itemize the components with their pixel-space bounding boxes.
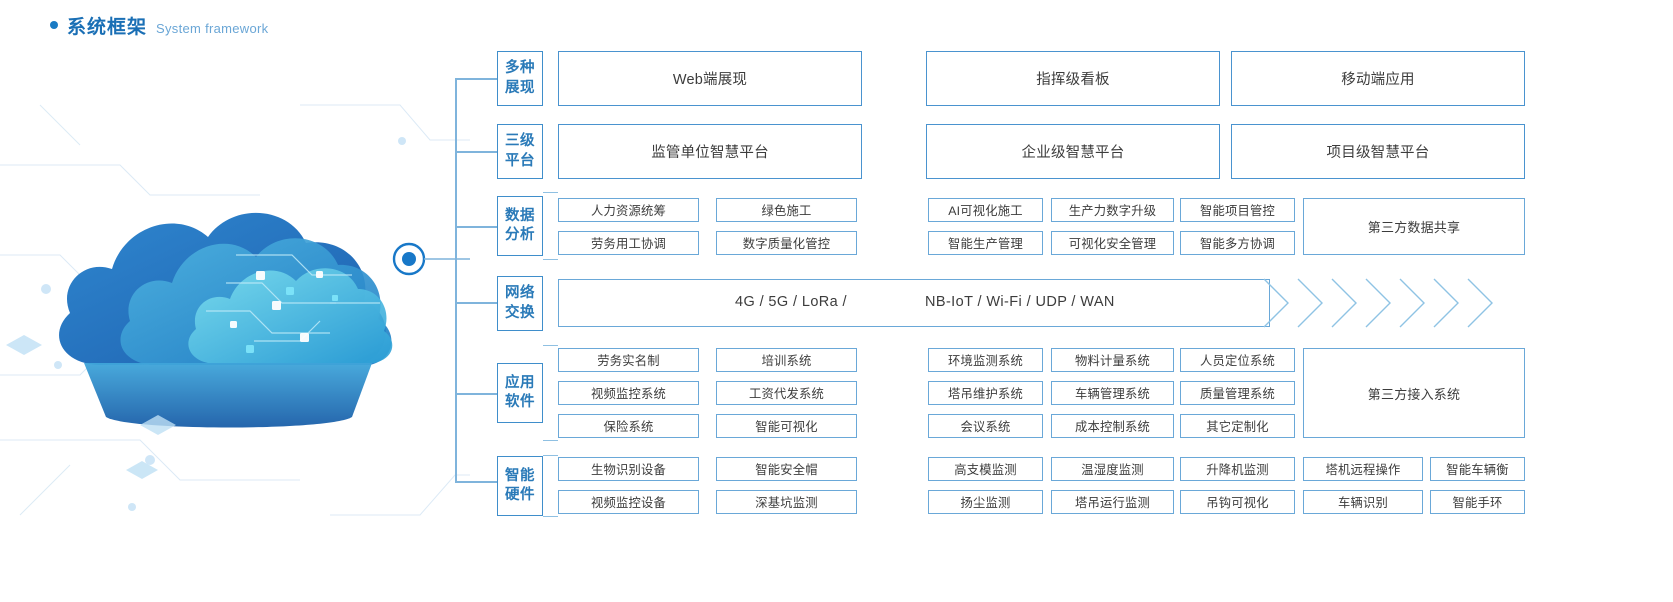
card-crane-operation-monitoring[interactable]: 塔吊运行监测 — [1051, 490, 1174, 514]
card-video-surveillance-system[interactable]: 视频监控系统 — [558, 381, 699, 405]
group-frame-data — [543, 192, 558, 260]
card-other-customization[interactable]: 其它定制化 — [1180, 414, 1295, 438]
card-biometric-device[interactable]: 生物识别设备 — [558, 457, 699, 481]
card-ai-visual-construction[interactable]: AI可视化施工 — [928, 198, 1043, 222]
connector-tick-platform — [455, 151, 497, 153]
card-multiparty-coordination[interactable]: 智能多方协调 — [1180, 231, 1295, 255]
connector-tick-data — [455, 226, 497, 228]
label-line-2: 软件 — [505, 394, 535, 410]
card-enterprise-platform[interactable]: 企业级智慧平台 — [926, 124, 1220, 179]
label-line-1: 三级 — [505, 133, 535, 150]
card-deep-pit-monitoring[interactable]: 深基坑监测 — [716, 490, 857, 514]
label-line-2: 平台 — [505, 152, 535, 169]
card-labor-realname[interactable]: 劳务实名制 — [558, 348, 699, 372]
card-dust-monitoring[interactable]: 扬尘监测 — [928, 490, 1043, 514]
title-chinese: 系统框架 — [67, 17, 148, 38]
label-line-2: 交换 — [505, 304, 535, 321]
card-smart-wristband[interactable]: 智能手环 — [1430, 490, 1525, 514]
row-label-network: 网络 交换 — [497, 276, 543, 331]
card-vehicle-management[interactable]: 车辆管理系统 — [1051, 381, 1174, 405]
card-tower-remote-operation[interactable]: 塔机远程操作 — [1303, 457, 1423, 481]
card-smart-production-mgmt[interactable]: 智能生产管理 — [928, 231, 1043, 255]
cloud-network-illustration — [0, 45, 470, 600]
label-line-1: 智能 — [505, 467, 535, 484]
row-label-application: 应用 软件 — [497, 363, 543, 423]
card-vehicle-recognition[interactable]: 车辆识别 — [1303, 490, 1423, 514]
network-text-left: 4G / 5G / LoRa / — [735, 294, 847, 310]
group-frame-hardware — [543, 455, 558, 517]
card-temp-humidity-monitoring[interactable]: 温湿度监测 — [1051, 457, 1174, 481]
card-command-dashboard[interactable]: 指挥级看板 — [926, 51, 1220, 106]
card-formwork-monitoring[interactable]: 高支模监测 — [928, 457, 1043, 481]
title-english: System framework — [156, 21, 269, 36]
card-project-platform[interactable]: 项目级智慧平台 — [1231, 124, 1525, 179]
card-hr-planning[interactable]: 人力资源统筹 — [558, 198, 699, 222]
card-crane-maintenance[interactable]: 塔吊维护系统 — [928, 381, 1043, 405]
card-material-metering[interactable]: 物料计量系统 — [1051, 348, 1174, 372]
card-smart-weighbridge[interactable]: 智能车辆衡 — [1430, 457, 1525, 481]
card-quality-management[interactable]: 质量管理系统 — [1180, 381, 1295, 405]
connector-tick-application — [455, 393, 497, 395]
card-insurance-system[interactable]: 保险系统 — [558, 414, 699, 438]
card-digital-quality-control[interactable]: 数字质量化管控 — [716, 231, 857, 255]
label-line-1: 多种 — [505, 60, 535, 77]
card-web-presentation[interactable]: Web端展现 — [558, 51, 862, 106]
card-training-system[interactable]: 培训系统 — [716, 348, 857, 372]
card-third-party-access-system[interactable]: 第三方接入系统 — [1303, 348, 1525, 438]
card-hook-visualization[interactable]: 吊钩可视化 — [1180, 490, 1295, 514]
connector-tick-hardware — [455, 481, 497, 483]
card-visual-safety-mgmt[interactable]: 可视化安全管理 — [1051, 231, 1174, 255]
card-personnel-positioning[interactable]: 人员定位系统 — [1180, 348, 1295, 372]
row-label-data-analysis: 数据 分析 — [497, 196, 543, 256]
connector-tick-network — [455, 302, 497, 304]
label-line-1: 数据 — [505, 207, 535, 224]
card-third-party-data-sharing[interactable]: 第三方数据共享 — [1303, 198, 1525, 255]
label-line-1: 网络 — [505, 285, 535, 302]
card-regulator-platform[interactable]: 监管单位智慧平台 — [558, 124, 862, 179]
card-cost-control[interactable]: 成本控制系统 — [1051, 414, 1174, 438]
network-text-right: NB-IoT / Wi-Fi / UDP / WAN — [925, 294, 1115, 310]
card-labor-coordination[interactable]: 劳务用工协调 — [558, 231, 699, 255]
card-smart-project-control[interactable]: 智能项目管控 — [1180, 198, 1295, 222]
row-label-presentation: 多种 展现 — [497, 51, 543, 106]
card-productivity-upgrade[interactable]: 生产力数字升级 — [1051, 198, 1174, 222]
network-exchange-bar[interactable] — [558, 279, 1270, 327]
label-line-2: 硬件 — [505, 487, 535, 503]
card-environment-monitoring[interactable]: 环境监测系统 — [928, 348, 1043, 372]
page-title: 系统框架 System framework — [50, 12, 268, 39]
row-label-platform: 三级 平台 — [497, 124, 543, 179]
label-line-2: 展现 — [505, 79, 535, 96]
card-green-construction[interactable]: 绿色施工 — [716, 198, 857, 222]
card-mobile-app[interactable]: 移动端应用 — [1231, 51, 1525, 106]
label-line-1: 应用 — [505, 374, 535, 391]
card-video-surveillance-device[interactable]: 视频监控设备 — [558, 490, 699, 514]
card-smart-visualization[interactable]: 智能可视化 — [716, 414, 857, 438]
card-hoist-monitoring[interactable]: 升降机监测 — [1180, 457, 1295, 481]
label-line-2: 分析 — [505, 227, 535, 243]
connector-tick-presentation — [455, 78, 497, 80]
connector-rail — [455, 78, 457, 482]
network-arrow-chevrons — [1262, 277, 1532, 334]
card-payroll-system[interactable]: 工资代发系统 — [716, 381, 857, 405]
dot-icon — [50, 21, 58, 29]
card-meeting-system[interactable]: 会议系统 — [928, 414, 1043, 438]
row-label-hardware: 智能 硬件 — [497, 456, 543, 516]
card-smart-helmet[interactable]: 智能安全帽 — [716, 457, 857, 481]
group-frame-application — [543, 345, 558, 441]
